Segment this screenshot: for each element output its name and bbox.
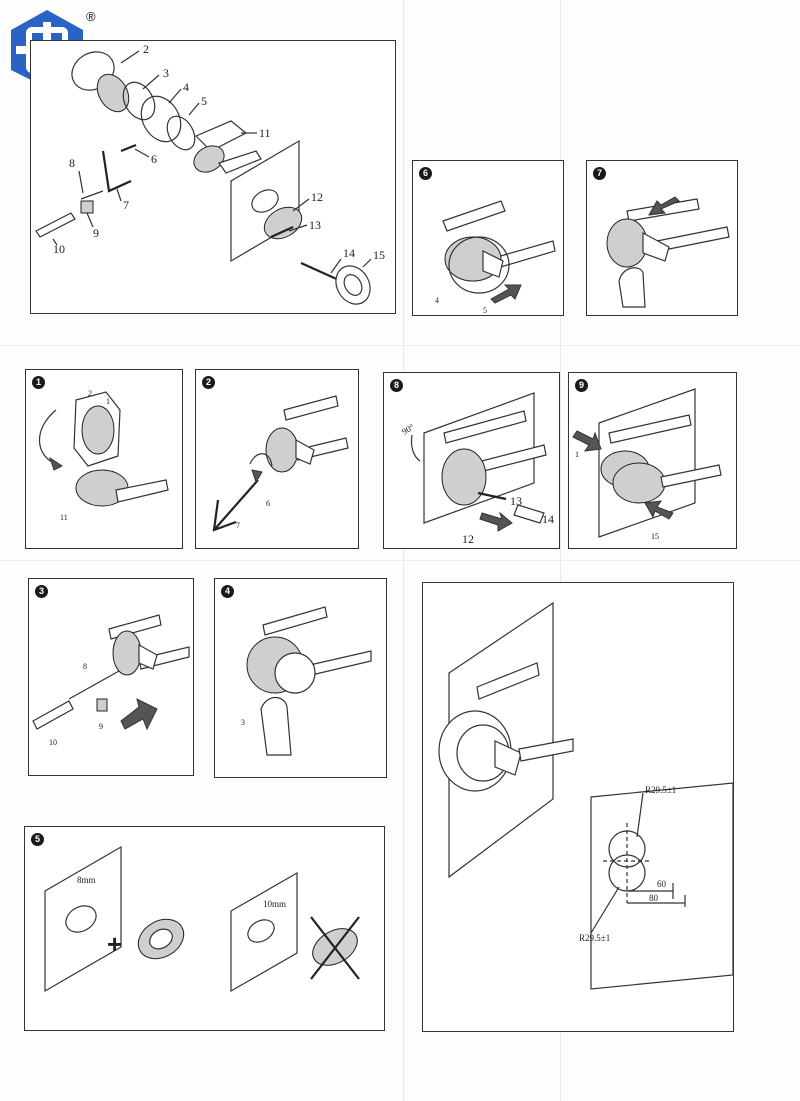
part-label-4: 4	[183, 80, 189, 94]
part-label: 2	[88, 389, 92, 398]
hand-icon	[618, 267, 646, 308]
part-label-12: 12	[311, 190, 323, 204]
step-6-drawing: 4 5	[435, 200, 556, 315]
plate-thickness-label: 10mm	[263, 899, 286, 909]
push-arrow-icon	[120, 698, 158, 731]
rotate-arrow-icon	[38, 409, 57, 465]
part-label: 14	[542, 512, 554, 526]
step-badge: 4	[221, 585, 234, 598]
dimension-80: 80	[649, 893, 659, 903]
push-arrow-icon	[479, 511, 513, 532]
step-badge: 8	[390, 379, 403, 392]
part-label: 12	[462, 532, 474, 546]
part-label: 9	[99, 722, 103, 731]
push-arrow-icon	[251, 469, 263, 484]
step-badge: 2	[202, 376, 215, 389]
paper-fold	[403, 0, 404, 1101]
final-assembly-drawing: R29.5±1 R29.5±1 60 80	[438, 601, 734, 990]
push-arrow-icon	[490, 284, 522, 304]
step-5-panel: 5 8mm + 10mm	[24, 826, 385, 1031]
step-badge: 6	[419, 167, 432, 180]
step-2-drawing: 6 7	[212, 395, 349, 532]
hand-icon	[260, 696, 292, 756]
radius-label-bottom: R29.5±1	[579, 933, 610, 943]
part-label-10: 10	[53, 242, 65, 256]
part-label-14: 14	[343, 246, 355, 260]
part-label-2: 2	[143, 42, 149, 56]
step-7-panel: 7	[586, 160, 738, 316]
step-7-drawing	[606, 196, 730, 308]
step-1-panel: 1 2 1 11	[25, 369, 183, 549]
part-label: 6	[266, 499, 270, 508]
step-3-drawing: 8 9 10	[32, 614, 190, 747]
dimension-60: 60	[657, 879, 667, 889]
push-arrow-icon	[644, 500, 674, 520]
part-label-7: 7	[123, 198, 129, 212]
radius-label-top: R29.5±1	[645, 785, 676, 795]
step-2-panel: 2 6 7	[195, 369, 359, 549]
paper-fold	[0, 560, 800, 561]
part-label: 10	[49, 738, 57, 747]
part-label: 5	[483, 306, 487, 315]
part-label-15: 15	[373, 248, 385, 262]
step-9-drawing: 1 15	[572, 388, 722, 541]
plus-sign: +	[107, 929, 122, 959]
cutout-panel: R29.5±1 R29.5±1 60 80	[422, 582, 734, 1032]
part-label: 8	[83, 662, 87, 671]
exploded-view-drawing: 2 3 4 5 6 7 8 9 10 11 12 13 14 15	[35, 42, 385, 305]
part-label: 11	[60, 513, 68, 522]
part-label-11: 11	[259, 126, 271, 140]
part-label: 3	[241, 718, 245, 727]
push-arrow-icon	[572, 430, 602, 452]
part-label-8: 8	[69, 156, 75, 170]
step-9-panel: 9 1 15	[568, 372, 737, 549]
part-label-6: 6	[151, 152, 157, 166]
part-label: 4	[435, 296, 439, 305]
registered-mark: ®	[86, 9, 96, 24]
part-label: 7	[236, 521, 240, 530]
step-badge: 9	[575, 379, 588, 392]
step-badge: 1	[32, 376, 45, 389]
part-label: 1	[575, 450, 579, 459]
step-6-panel: 6 4 5	[412, 160, 564, 316]
part-label: 1	[106, 397, 110, 406]
step-4-panel: 4 3	[214, 578, 387, 778]
plate-thickness-label: 8mm	[77, 875, 96, 885]
step-8-panel: 8 90° 13 14 12	[383, 372, 560, 549]
push-arrow-icon	[648, 196, 680, 216]
paper-fold	[560, 0, 561, 1101]
step-5-drawing: 8mm + 10mm	[44, 845, 360, 993]
paper-fold	[0, 345, 800, 346]
step-1-drawing: 2 1 11	[38, 389, 169, 522]
step-badge: 3	[35, 585, 48, 598]
step-8-drawing: 90° 13 14 12	[400, 392, 554, 546]
step-3-panel: 3 8 9 10	[28, 578, 194, 776]
cross-out-icon	[310, 916, 360, 980]
part-label-3: 3	[163, 66, 169, 80]
part-label: 13	[510, 494, 522, 508]
step-badge: 5	[31, 833, 44, 846]
exploded-view-panel: 2 3 4 5 6 7 8 9 10 11 12 13 14 15	[30, 40, 396, 314]
step-4-drawing: 3	[241, 606, 372, 756]
part-label: 15	[651, 532, 659, 541]
angle-label: 90°	[400, 422, 416, 437]
part-label-5: 5	[201, 94, 207, 108]
part-label-13: 13	[309, 218, 321, 232]
part-label-9: 9	[93, 226, 99, 240]
step-badge: 7	[593, 167, 606, 180]
